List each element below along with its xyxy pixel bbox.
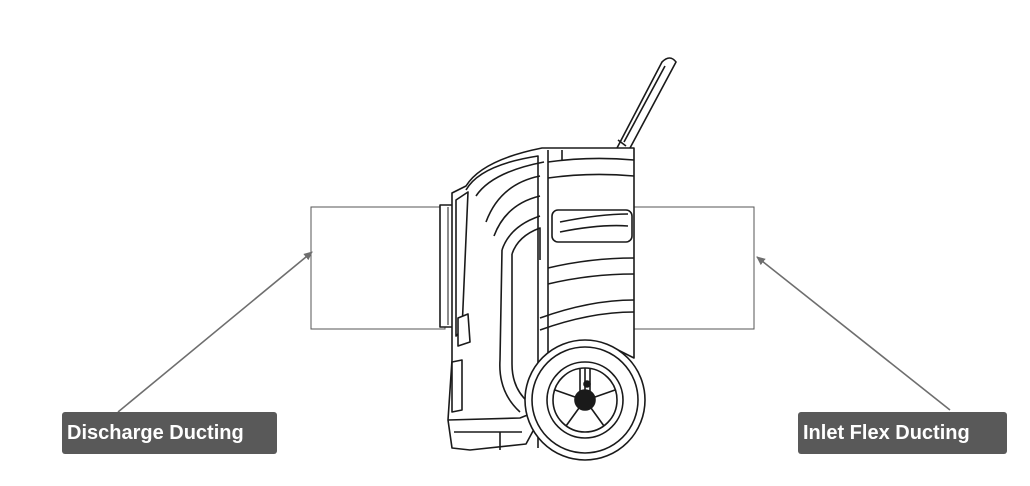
inlet-flex-ducting-label: Inlet Flex Ducting [798, 412, 1007, 454]
dehumidifier-unit [439, 57, 677, 461]
discharge-arrow [117, 251, 313, 413]
discharge-ducting-label: Discharge Ducting [62, 412, 277, 454]
inlet-duct [629, 206, 755, 330]
handle [616, 57, 677, 149]
discharge-duct [310, 206, 446, 330]
side-grip [551, 209, 633, 243]
inlet-arrow [756, 256, 951, 411]
wheel [524, 339, 646, 461]
